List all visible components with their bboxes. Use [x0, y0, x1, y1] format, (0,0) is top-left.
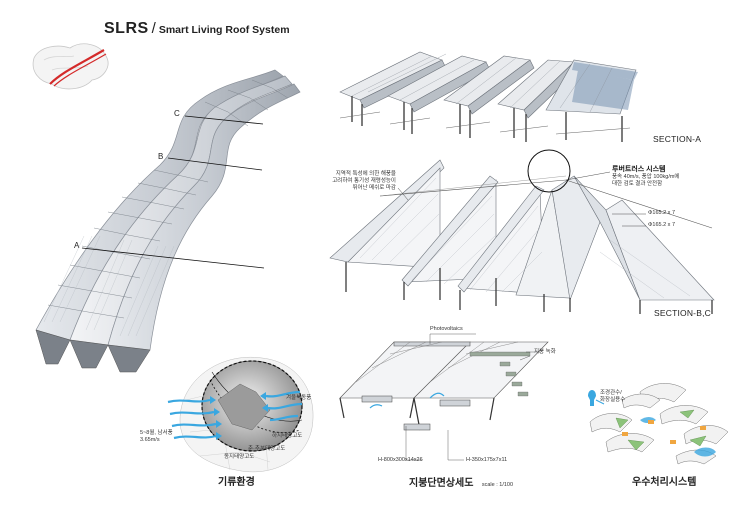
wind-line-2: 3.65m/s: [140, 437, 160, 443]
rainwater-line-2: 화장실용수: [600, 397, 626, 403]
truss-note: 루버트러스 시스템 풍속 40m/s, 풍압 100kg/m에 대한 검토 결과…: [612, 164, 680, 188]
airflow-caption: 기류환경: [218, 477, 255, 488]
cut-line-b: [167, 157, 263, 171]
rainwater-line-1: 조경관수/: [600, 390, 622, 396]
cut-label-a: A: [74, 241, 80, 250]
rainwater-caption: 우수처리시스템: [632, 477, 697, 488]
site-key-plan: [32, 43, 109, 90]
roof-perspective: [35, 69, 301, 373]
site-roof-highlight: [49, 49, 105, 85]
mesh-note: 지역적 특성에 의한 해풍을 고려하여 통기성 재령성능이 뛰어난 메쉬로 마감: [300, 171, 396, 192]
title-separator: /: [151, 20, 156, 37]
wind-line-1: 5~8월, 남서풍: [140, 430, 173, 436]
section-a-caption: SECTION-A: [653, 134, 702, 144]
pipe-dim-1: Φ165.2 x 7: [648, 210, 676, 216]
page-title: SLRS/Smart Living Roof System: [104, 20, 290, 38]
title-main: SLRS: [104, 20, 149, 37]
label-equinox-sun: 춘·추분태양고도: [248, 446, 286, 452]
section-a-drawing: [339, 51, 638, 142]
label-photovoltaics: Photovoltaics: [430, 326, 463, 332]
cut-label-c: C: [174, 109, 180, 118]
roof-section-detail: [339, 333, 549, 461]
cut-label-b: B: [158, 152, 164, 161]
label-solstice-sun: 동지태양고도: [224, 454, 255, 460]
cut-line-c: [184, 115, 264, 125]
label-green-roof: 지붕 녹화: [534, 349, 556, 355]
roof-section-scale: scale : 1/100: [481, 482, 514, 488]
label-winter-wind: 겨울북동풍: [286, 395, 312, 401]
label-summer-sun: 하지태양고도: [272, 433, 303, 439]
mesh-note-line-2: 고려하여 통기성 재령성능이: [332, 178, 396, 184]
truss-title: 루버트러스 시스템: [612, 166, 666, 173]
rainwater-diagram: [588, 383, 729, 465]
detail-circle: [527, 149, 571, 193]
dim-beam-1: H-800x300x14x26: [378, 457, 423, 463]
wind-note: 5~8월, 남서풍 3.65m/s: [140, 430, 173, 444]
mesh-note-line-1: 지역적 특성에 의한 해풍을: [335, 171, 396, 177]
truss-line-2: 대한 검토 결과 안전함: [612, 181, 663, 187]
title-subtitle: Smart Living Roof System: [158, 24, 290, 36]
section-bc-drawing: [329, 149, 715, 314]
rainwater-use-note: 조경관수/ 화장실용수: [600, 390, 625, 404]
roof-section-caption-group: 지붕단면상세도 scale : 1/100: [409, 473, 513, 491]
wind-arrows: [167, 390, 303, 440]
airflow-diagram: [167, 356, 314, 473]
dim-beam-2: H-350x175x7x11: [466, 457, 508, 463]
pipe-dim-2: Φ165.2 x 7: [648, 222, 676, 228]
cut-line-a: [81, 247, 265, 269]
mesh-note-line-3: 뛰어난 메쉬로 마감: [352, 185, 396, 191]
truss-line-1: 풍속 40m/s, 풍압 100kg/m에: [612, 174, 680, 180]
section-bc-caption: SECTION-B,C: [654, 308, 711, 318]
water-user-icon: [588, 390, 596, 406]
roof-section-caption: 지붕단면상세도: [409, 478, 474, 489]
